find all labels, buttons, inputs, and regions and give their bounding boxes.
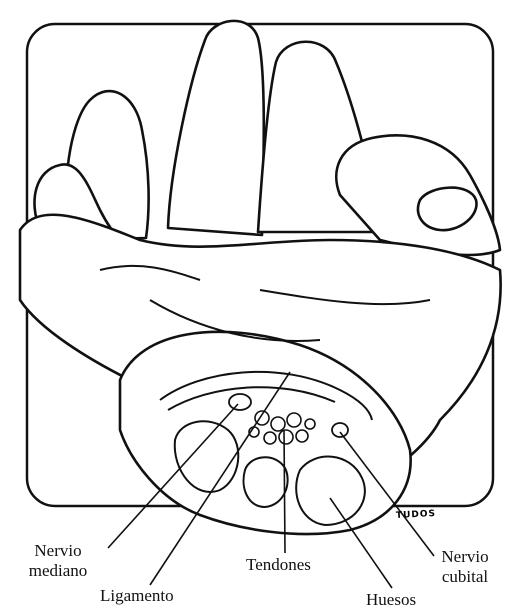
little-finger <box>336 135 500 255</box>
label-nervio-cubital: Nervio cubital <box>424 547 506 587</box>
middle-finger <box>168 21 264 235</box>
label-ligamento: Ligamento <box>100 586 174 606</box>
label-tendones: Tendones <box>246 555 311 575</box>
label-nervio-mediano-line1: Nervio <box>8 541 108 561</box>
bone-right <box>296 457 365 525</box>
leader-tendones <box>284 430 285 553</box>
artist-signature: TUDOS <box>396 509 437 521</box>
label-nervio-cubital-line1: Nervio <box>424 547 506 567</box>
bone-middle <box>244 457 288 507</box>
label-nervio-mediano-line2: mediano <box>8 561 108 581</box>
label-huesos: Huesos <box>366 590 416 610</box>
label-nervio-mediano: Nervio mediano <box>8 541 108 581</box>
label-nervio-cubital-line2: cubital <box>424 567 506 587</box>
